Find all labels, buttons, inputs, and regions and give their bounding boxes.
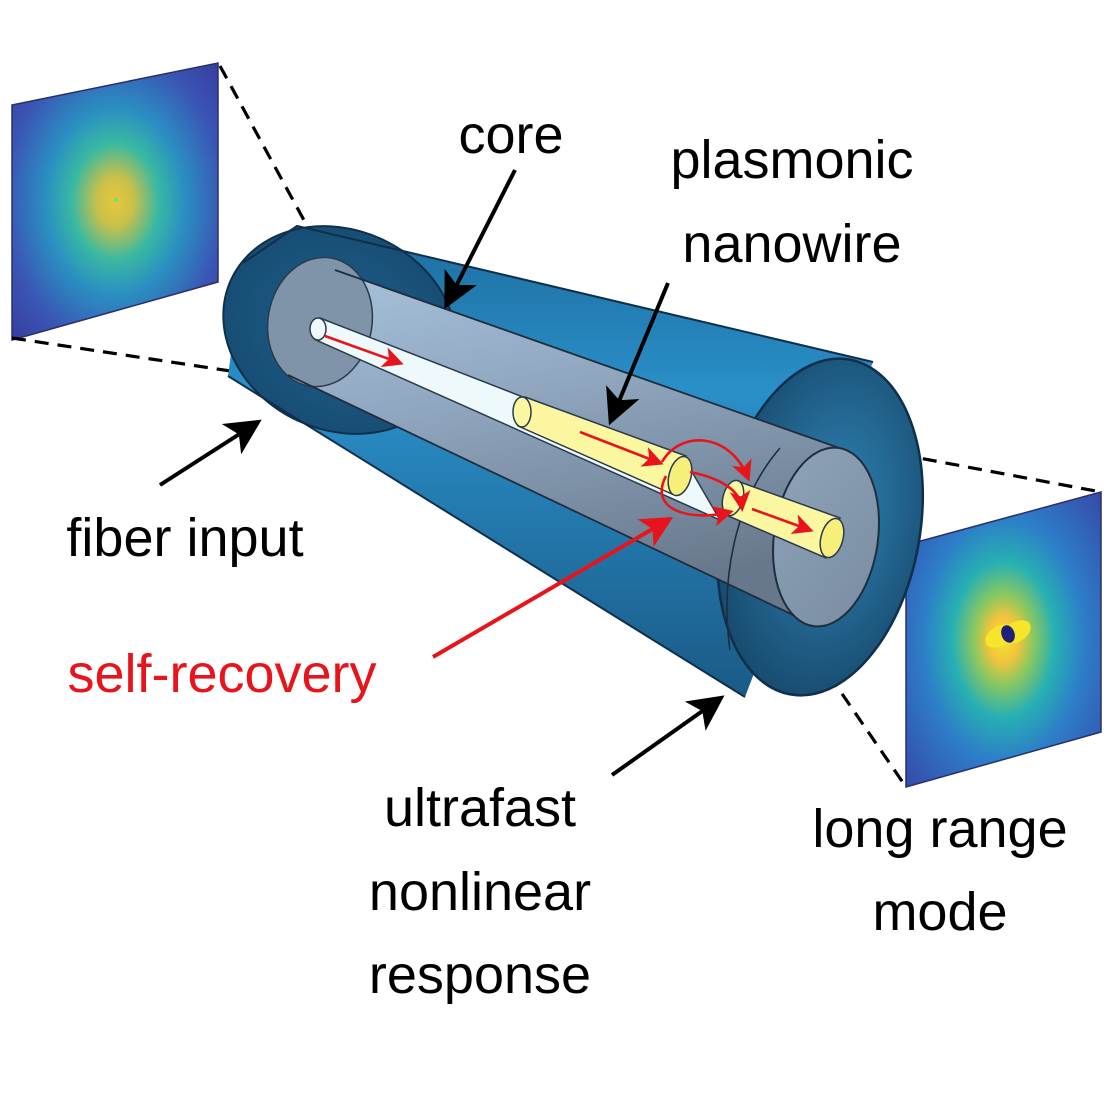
- response-pointer-arrow: [610, 695, 725, 777]
- mode-label: mode: [872, 882, 1007, 942]
- nanowire-pointer-arrow: [606, 282, 670, 426]
- nonlinear-label: nonlinear: [369, 862, 591, 922]
- core-pointer-arrow: [444, 169, 517, 310]
- response-label: response: [369, 945, 591, 1005]
- fiber-input-label: fiber input: [66, 508, 303, 568]
- core-label: core: [458, 105, 563, 165]
- ultrafast-label: ultrafast: [384, 778, 576, 838]
- nanowire-label: nanowire: [682, 214, 901, 274]
- core-cut-line: [726, 447, 781, 651]
- field-arrows: [324, 334, 814, 535]
- gold-segment-1-end: [667, 455, 693, 497]
- pointer-arrows: [158, 169, 725, 777]
- self-recovery-pointer-arrow: [431, 516, 674, 659]
- plasmonic-label: plasmonic: [670, 130, 913, 190]
- input-mode-profile: [11, 62, 219, 341]
- fiber-input-pointer-arrow: [158, 419, 262, 487]
- gold-segment-2-end: [819, 517, 845, 559]
- long-range-label: long range: [812, 799, 1067, 859]
- labels: core plasmonic nanowire fiber input self…: [66, 105, 1067, 1005]
- self-recovery-label: self-recovery: [67, 644, 376, 704]
- output-mode-profile: [905, 491, 1102, 788]
